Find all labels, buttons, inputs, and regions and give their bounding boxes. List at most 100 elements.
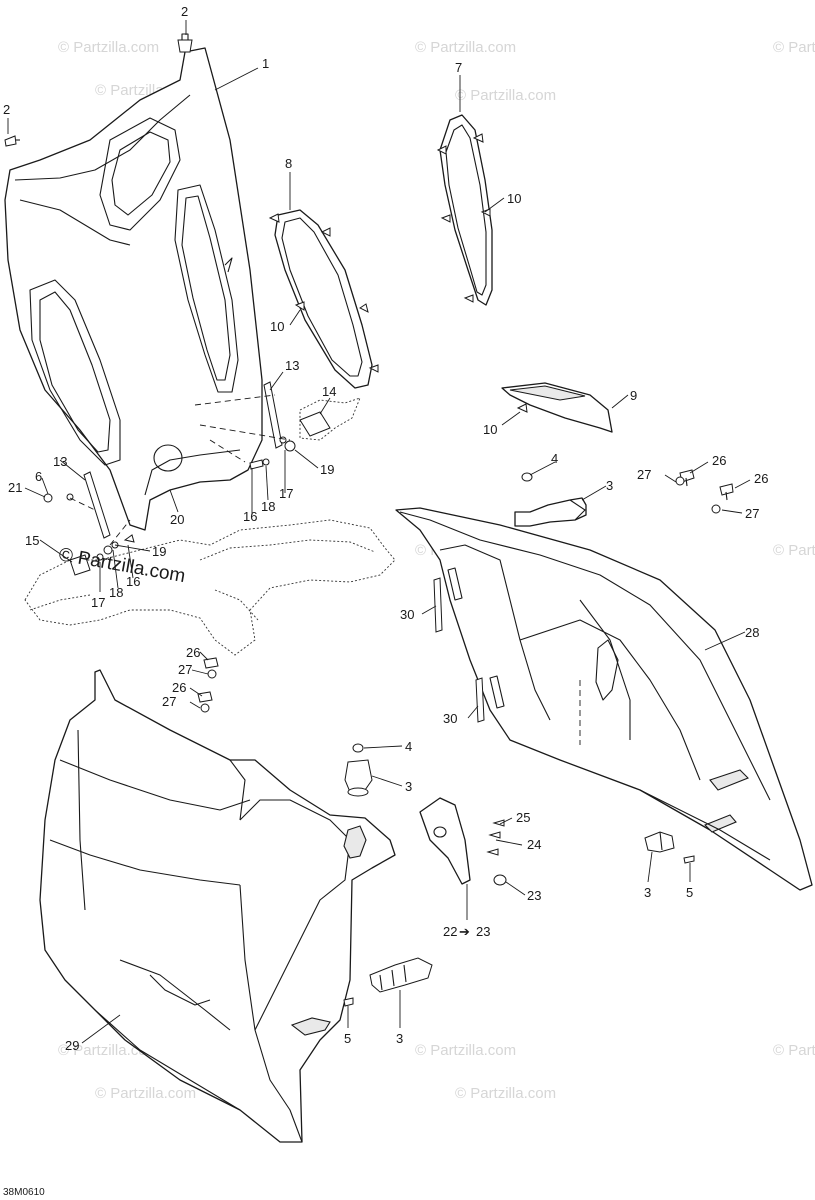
washer-part-21 xyxy=(43,493,53,503)
callout-30: 30 xyxy=(443,711,457,726)
callout-26: 26 xyxy=(172,680,186,695)
clip-part-2-top xyxy=(177,33,193,53)
leader-lines xyxy=(7,20,751,1044)
callout-26: 26 xyxy=(186,645,200,660)
callout-22-to-23: 22 ➔ 23 xyxy=(443,924,490,939)
callout-27: 27 xyxy=(162,694,176,709)
callout-10: 10 xyxy=(483,422,497,437)
callout-20: 20 xyxy=(170,512,184,527)
callout-30: 30 xyxy=(400,607,414,622)
callout-22: 22 xyxy=(443,924,457,939)
watermark: © Partzilla.com xyxy=(773,542,815,559)
callout-15: 15 xyxy=(25,533,39,548)
callout-21: 21 xyxy=(8,480,22,495)
watermark: © Partzilla.com xyxy=(95,1085,196,1102)
washer-part-19b xyxy=(103,545,113,555)
side-vent-part-7 xyxy=(436,114,493,306)
nut-part-18 xyxy=(262,458,270,466)
bracket-part-13 xyxy=(263,381,283,449)
screw-part-24 xyxy=(488,831,501,839)
callout-23: 23 xyxy=(527,888,541,903)
bracket-part-15 xyxy=(69,554,91,576)
callout-14: 14 xyxy=(322,384,336,399)
clip-part-2-left xyxy=(4,135,20,147)
callout-27: 27 xyxy=(745,506,759,521)
callout-1: 1 xyxy=(262,56,269,71)
callout-10: 10 xyxy=(507,191,521,206)
fastener-3-5-bottom xyxy=(343,957,433,1007)
watermark: © Partzilla.com xyxy=(415,39,516,56)
strip-part-30-b xyxy=(475,675,505,723)
callout-18: 18 xyxy=(109,585,123,600)
nut-part-17b xyxy=(96,553,104,561)
watermark: © Partzilla.com xyxy=(58,39,159,56)
callout-7: 7 xyxy=(455,60,462,75)
hardware-upper-right xyxy=(194,381,331,470)
fasteners-26-27-left xyxy=(197,657,219,713)
nut-part-17 xyxy=(279,436,287,444)
callout-24: 24 xyxy=(527,837,541,852)
callout-10: 10 xyxy=(270,319,284,334)
callout-4: 4 xyxy=(405,739,412,754)
callout-labels: 2 2 1 7 8 10 10 9 10 13 14 19 17 18 16 2… xyxy=(3,4,768,1053)
partzilla-watermark-main: © Partzilla.com xyxy=(57,544,187,587)
drawing-code: 38M0610 xyxy=(3,1187,45,1198)
callout-13: 13 xyxy=(53,454,67,469)
fastener-3-5-right xyxy=(644,831,695,864)
bracket-part-13b xyxy=(83,471,111,539)
fasteners-26-27-right xyxy=(675,469,734,514)
screw-part-16b xyxy=(123,534,135,543)
hood-upper-panel-part-1 xyxy=(4,47,263,531)
bracket-part-22 xyxy=(419,797,507,886)
arrow-icon: ➔ xyxy=(459,924,470,939)
plug-part-4 xyxy=(521,472,533,482)
callout-13: 13 xyxy=(285,358,299,373)
screw-part-25 xyxy=(492,819,505,827)
callout-2: 2 xyxy=(3,102,10,117)
callout-27: 27 xyxy=(637,467,651,482)
callout-3: 3 xyxy=(606,478,613,493)
callout-29: 29 xyxy=(65,1038,79,1053)
callout-19: 19 xyxy=(320,462,334,477)
side-panel-part-28 xyxy=(395,507,813,891)
vent-grille-part-8 xyxy=(268,209,379,389)
callout-3: 3 xyxy=(405,779,412,794)
callout-8: 8 xyxy=(285,156,292,171)
watermark: © Partzilla.com xyxy=(773,39,815,56)
callout-4: 4 xyxy=(551,451,558,466)
lower-side-panel-part-29 xyxy=(39,669,396,1143)
bracket-dotted-right xyxy=(299,397,361,441)
callout-18: 18 xyxy=(261,499,275,514)
strip-part-30-a xyxy=(433,567,463,633)
callout-6: 6 xyxy=(35,469,42,484)
callout-28: 28 xyxy=(745,625,759,640)
deflector-part-9 xyxy=(501,382,613,433)
callout-17: 17 xyxy=(91,595,105,610)
mounting-bracket-dotted xyxy=(24,519,396,656)
callout-16: 16 xyxy=(243,509,257,524)
duct-part-3-top xyxy=(514,472,587,527)
callout-3: 3 xyxy=(396,1031,403,1046)
callout-3: 3 xyxy=(644,885,651,900)
callout-5: 5 xyxy=(344,1031,351,1046)
callout-26: 26 xyxy=(712,453,726,468)
watermark: © Partzilla.com xyxy=(455,87,556,104)
callout-23: 23 xyxy=(476,924,490,939)
callout-16: 16 xyxy=(126,574,140,589)
callout-5: 5 xyxy=(686,885,693,900)
nut-part-23 xyxy=(493,874,507,886)
washer-part-19 xyxy=(284,440,296,452)
callout-25: 25 xyxy=(516,810,530,825)
watermark: © Partzilla.com xyxy=(773,1042,815,1059)
bracket-part-14 xyxy=(299,411,331,437)
watermark: © Partzilla.com xyxy=(455,1085,556,1102)
callout-9: 9 xyxy=(630,388,637,403)
screw-part-16 xyxy=(249,459,264,470)
callout-26: 26 xyxy=(754,471,768,486)
callout-2: 2 xyxy=(181,4,188,19)
fastener-3-4-center xyxy=(344,743,373,797)
screw-part-24b xyxy=(486,848,499,856)
callout-27: 27 xyxy=(178,662,192,677)
watermark: © Partzilla.com xyxy=(415,1042,516,1059)
